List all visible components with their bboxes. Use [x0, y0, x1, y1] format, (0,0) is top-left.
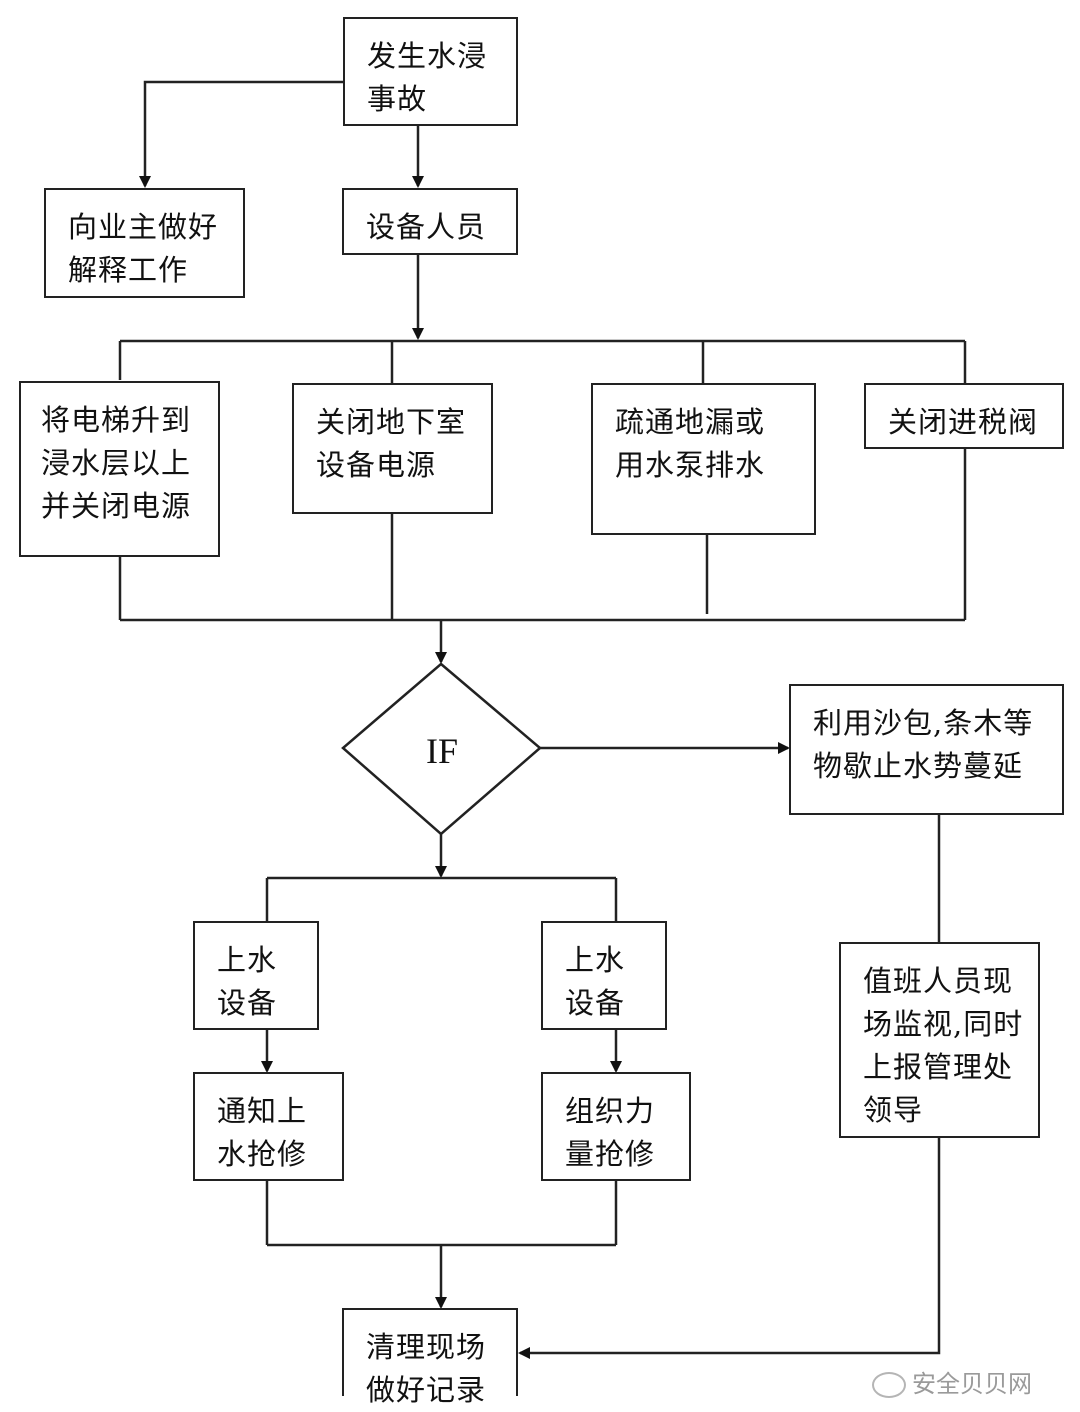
- node-text: 发生水浸: [367, 39, 488, 73]
- node-sandbag: 利用沙包,条木等 物歇止水势蔓延: [789, 684, 1064, 815]
- node-text: 浸水层以上: [41, 446, 192, 480]
- node-text: 清理现场: [366, 1330, 487, 1364]
- node-text: 关闭地下室: [316, 405, 467, 439]
- node-text: 场监视,同时: [863, 1007, 1024, 1041]
- watermark: 安全贝贝网: [872, 1364, 1032, 1399]
- decision-diamond: [341, 662, 542, 836]
- node-text: 解释工作: [68, 253, 189, 287]
- node-text: 向业主做好: [68, 210, 219, 244]
- watermark-text: 安全贝贝网: [912, 1370, 1032, 1398]
- node-text: 量抢修: [565, 1137, 656, 1171]
- node-text: 设备人员: [366, 210, 487, 244]
- node-explain: 向业主做好 解释工作: [44, 188, 245, 298]
- node-text: 将电梯升到: [41, 403, 192, 437]
- node-text: 值班人员现: [863, 964, 1014, 998]
- node-text: 设备: [217, 986, 278, 1020]
- node-elevator: 将电梯升到 浸水层以上 并关闭电源: [19, 381, 220, 557]
- node-text: 用水泵排水: [615, 448, 766, 482]
- node-text: 事故: [367, 82, 428, 116]
- node-drain: 疏通地漏或 用水泵排水: [591, 383, 816, 535]
- node-text: 设备电源: [316, 448, 437, 482]
- node-text: 做好记录: [366, 1373, 487, 1407]
- node-organize-repair: 组织力 量抢修: [541, 1072, 691, 1181]
- node-text: 通知上: [217, 1094, 308, 1128]
- node-incident: 发生水浸 事故: [343, 17, 518, 126]
- node-text: 上水: [217, 943, 278, 977]
- node-text: 设备: [565, 986, 626, 1020]
- node-text: 关闭进税阀: [888, 405, 1039, 439]
- connector-incident-explain: [139, 80, 343, 188]
- node-cleanup: 清理现场 做好记录: [342, 1308, 518, 1407]
- node-water-equip-left: 上水 设备: [193, 921, 319, 1030]
- node-inlet-valve: 关闭进税阀: [864, 383, 1064, 449]
- node-text: 疏通地漏或: [615, 405, 766, 439]
- node-basement-power: 关闭地下室 设备电源: [292, 383, 493, 514]
- node-text: 上水: [565, 943, 626, 977]
- wechat-icon: [872, 1372, 906, 1398]
- node-text: 利用沙包,条木等: [813, 706, 1034, 740]
- node-text: 水抢修: [217, 1137, 308, 1171]
- node-text: 组织力: [565, 1094, 656, 1128]
- node-text: 并关闭电源: [41, 489, 192, 523]
- node-text: 上报管理处: [863, 1050, 1014, 1084]
- node-monitor: 值班人员现 场监视,同时 上报管理处 领导: [839, 942, 1040, 1138]
- node-staff: 设备人员: [342, 188, 518, 255]
- node-text: 领导: [863, 1093, 924, 1127]
- connector-monitor-cleanup: [518, 1137, 941, 1359]
- decision-label: IF: [426, 731, 459, 771]
- node-water-equip-right: 上水 设备: [541, 921, 667, 1030]
- node-notify-repair: 通知上 水抢修: [193, 1072, 344, 1181]
- node-text: 物歇止水势蔓延: [813, 749, 1024, 783]
